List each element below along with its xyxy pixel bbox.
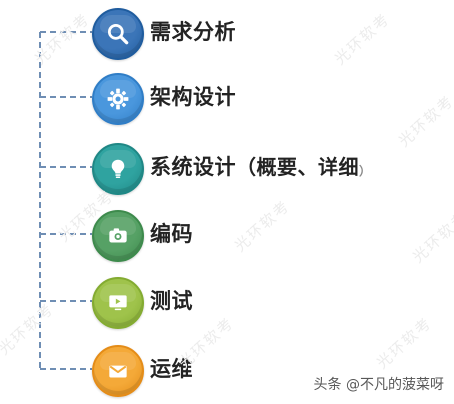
mail-icon bbox=[109, 365, 127, 378]
node-requirements: 需求分析 bbox=[92, 8, 444, 60]
node-label-testing: 测试 bbox=[150, 285, 193, 317]
node-title-operations: 运维 bbox=[150, 357, 193, 381]
node-label-requirements: 需求分析 bbox=[150, 16, 236, 48]
node-closing-system-design: ） bbox=[359, 164, 372, 178]
circle-architecture bbox=[92, 73, 144, 125]
search-icon bbox=[107, 23, 129, 45]
node-operations: 运维 bbox=[92, 345, 444, 397]
monitor-icon bbox=[109, 295, 127, 311]
node-title-testing: 测试 bbox=[150, 289, 193, 313]
node-title-system-design: 系统设计 bbox=[150, 155, 236, 179]
watermark-credit: 头条 @不凡的菠菜呀 bbox=[313, 377, 444, 393]
node-label-coding: 编码 bbox=[150, 218, 193, 250]
node-coding: 编码 bbox=[92, 210, 444, 262]
circle-operations bbox=[92, 345, 144, 397]
node-architecture: 架构设计 bbox=[92, 73, 444, 125]
circle-requirements bbox=[92, 8, 144, 60]
camera-icon bbox=[109, 228, 127, 243]
node-label-system-design: 系统设计（概要、详细） bbox=[150, 151, 372, 183]
circle-coding bbox=[92, 210, 144, 262]
lightbulb-icon bbox=[111, 159, 125, 178]
gear-icon bbox=[107, 88, 129, 110]
node-system-design: 系统设计（概要、详细） bbox=[92, 143, 444, 195]
circle-testing bbox=[92, 277, 144, 329]
node-suffix-system-design: （概要、详细 bbox=[236, 155, 359, 179]
node-label-operations: 运维 bbox=[150, 353, 193, 385]
node-title-architecture: 架构设计 bbox=[150, 85, 236, 109]
node-title-coding: 编码 bbox=[150, 222, 193, 246]
node-testing: 测试 bbox=[92, 277, 444, 329]
node-label-architecture: 架构设计 bbox=[150, 81, 236, 113]
circle-system-design bbox=[92, 143, 144, 195]
node-title-requirements: 需求分析 bbox=[150, 20, 236, 44]
